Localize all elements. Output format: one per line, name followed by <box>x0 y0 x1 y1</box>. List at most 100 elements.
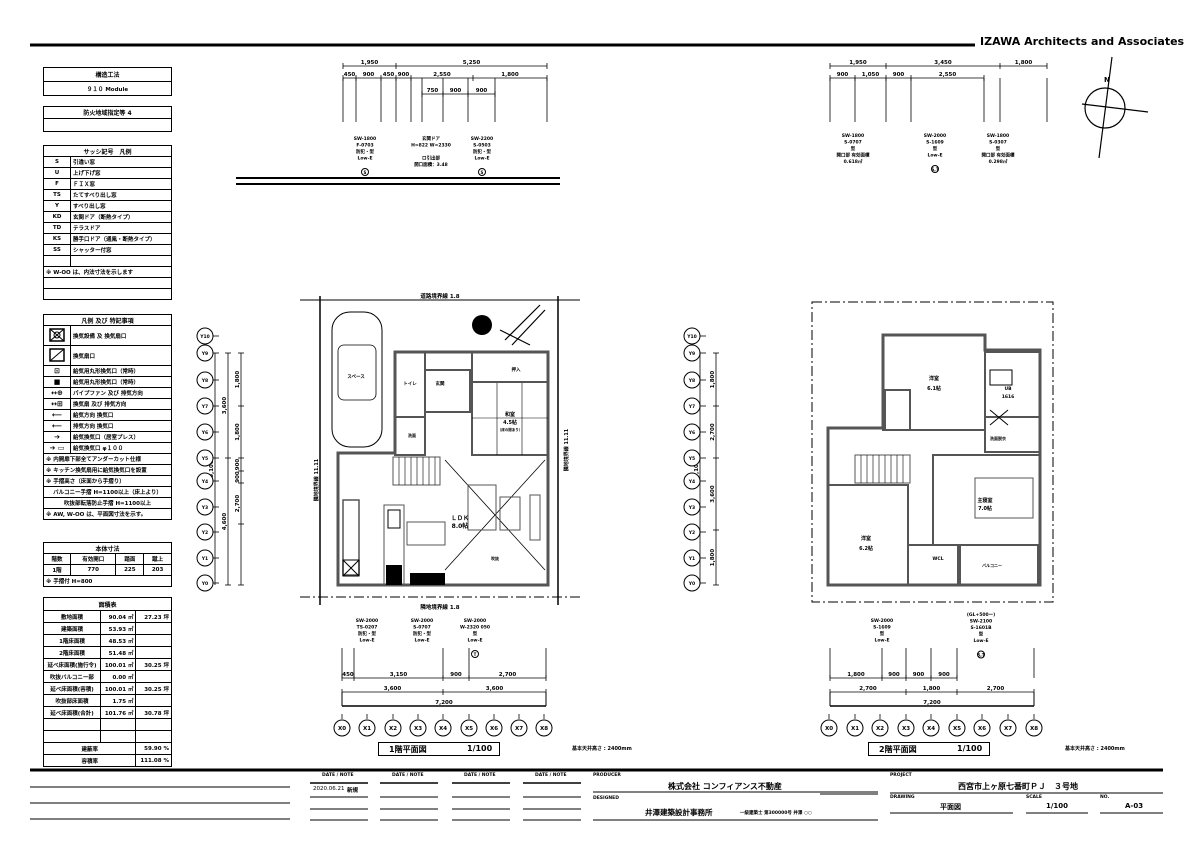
title-block-lines <box>30 768 1163 821</box>
legend-note: ※ 手摺高さ（床面から手摺り） <box>43 475 172 487</box>
plan1-bottom-dim1-label: 450 <box>342 672 354 678</box>
plan1-top-dim2-label: 900 <box>363 72 375 78</box>
plan1-x-grid-circle <box>384 719 402 737</box>
plan1-side-dim-inner-label: 1,800 <box>235 423 241 441</box>
plan2-room2-wall <box>827 484 909 586</box>
stair-header: 本体寸法 <box>43 542 172 554</box>
japanese-room-sub: （床の間あり） <box>498 427 523 432</box>
plan2-side-dim-inner-label: 1,800 <box>710 371 716 389</box>
pipe-fan-icon: ↔⊕ <box>43 387 71 399</box>
date-header: DATE / NOTE <box>535 773 567 778</box>
area-tsubo: 27.23 坪 <box>135 610 172 623</box>
plan1-window-tag-circle <box>478 168 486 176</box>
plan2-x-grid-circle <box>922 719 940 737</box>
plan2-x-grid-circle <box>1025 719 1043 737</box>
plan2-window-spec: Low-E <box>973 638 988 644</box>
plan1-y-grid-label: Y1 <box>201 556 208 562</box>
plan2-window-spec: 型 <box>933 145 938 152</box>
plan2-y-grid-circle <box>683 549 701 567</box>
plan1-closet-wall <box>471 351 549 383</box>
plan1-window-tag-circle <box>361 168 369 176</box>
plan1-bottom-dim1-label: 3,150 <box>390 672 408 678</box>
area-label: 敷地面積 <box>43 610 101 623</box>
legend-description: 給気換気口 φ１００ <box>70 442 172 454</box>
plan2-top-dim2-label: 1,050 <box>862 72 880 78</box>
plan1-y-grid-label: Y2 <box>201 530 208 536</box>
plan2-balcony-wall <box>959 544 1039 586</box>
japanese-room-label: 和室 <box>504 411 515 418</box>
area-tsubo <box>135 718 172 731</box>
plan2-wcl-wall <box>907 544 959 586</box>
project-label: PROJECT <box>890 773 912 778</box>
plan1-y-grid-label: Y4 <box>201 479 208 485</box>
structure-table: 構造工法 ９１０ Module <box>43 67 172 96</box>
plan1-side-dim-inner-label: 1,800 <box>235 371 241 389</box>
plan2-y-grid-label: Y1 <box>688 556 695 562</box>
plan2-y-grid-label: Y2 <box>688 530 695 536</box>
designer-license: 一級建築士 第300000号 井澤 ○○ <box>740 811 812 816</box>
plan1-side-dim-inner-label: 2,700 <box>235 495 241 513</box>
room2-area: 6.2帖 <box>859 545 873 552</box>
plan1-ceiling-note: 基本天井高さ : 2400mm <box>572 746 632 752</box>
plan2-y-grid-circle <box>683 523 701 541</box>
washroom-label: 洗面 <box>408 432 416 438</box>
plan1-window-tag: S <box>481 170 484 175</box>
sash-code: S <box>43 156 71 168</box>
sash-code: TS <box>43 189 71 201</box>
stair-col: 階数 <box>43 553 71 565</box>
plan1-x-grid-label: X7 <box>515 726 523 732</box>
drawing-label: DRAWING <box>890 795 915 800</box>
exhaust-arrow-icon: ⟵ <box>43 420 71 432</box>
plan1-x-grid-circle <box>510 719 528 737</box>
scale-value: 1/100 <box>1046 802 1069 810</box>
sash-code: Y <box>43 200 71 212</box>
plan1-top-dim2-label: 450 <box>383 72 395 78</box>
legend-description: 排気方向 換気口 <box>70 420 172 432</box>
sash-code: KS <box>43 233 71 245</box>
plan2-x-grid-circle <box>948 719 966 737</box>
plan1-side-dim-inner-label: 900 <box>235 471 241 483</box>
sash-description: テラスドア <box>70 222 172 234</box>
plan2-x-grid-label: X6 <box>978 726 986 732</box>
car-roof-icon <box>337 344 377 401</box>
area-label: 延べ床面積(合計) <box>43 706 101 719</box>
plan2-side-dim-inner-label: 3,600 <box>710 485 716 503</box>
area-tsubo <box>135 694 172 707</box>
plan2-bottom-dim2-label: 2,700 <box>987 686 1005 692</box>
plan2-bottom-dim2-label: 1,800 <box>923 686 941 692</box>
plan1-window-tag: S <box>364 170 367 175</box>
plan1-x-grid-label: X1 <box>363 726 371 732</box>
plan1-window-spec: 防犯・型 <box>356 148 374 155</box>
stair-table: 本体寸法 階数 有効開口 踏面 蹴上 1階 770 225 203 ※ 手摺付 … <box>43 542 172 587</box>
plan1-door-spec: ロ引出部 <box>422 155 440 162</box>
number-label: NO. <box>1100 795 1110 800</box>
plan1-y-grid-label: Y9 <box>201 351 208 357</box>
plan2-x-grid-circle <box>999 719 1017 737</box>
plan1-y-grid-label: Y3 <box>201 505 208 511</box>
ub-label: UB <box>1004 386 1012 392</box>
plan1-window-spec: SW-2000 <box>411 618 433 624</box>
plan1-y-grid-circle <box>196 549 214 567</box>
plan2-x-grid-label: X8 <box>1030 726 1038 732</box>
fridge-box-icon <box>342 559 360 577</box>
plan2-washroom-wall <box>984 416 1041 453</box>
plan1-side-dim-inner-label: 900 <box>235 459 241 471</box>
legend-description: 給気用丸形換気口（常時） <box>70 365 172 377</box>
area-sqm: 90.04 ㎡ <box>99 610 137 623</box>
wcl-label: WCL <box>932 556 943 562</box>
plan2-side-dim-inner-label: 1,800 <box>710 549 716 567</box>
plan2-window-spec: 開口部 有効面積 <box>981 152 1015 159</box>
plan1-top-dim3-label: 900 <box>450 88 462 94</box>
plan2-x-grid-label: X1 <box>851 726 859 732</box>
legend-note: ※ AW, W-OO は、平面図寸法を示す。 <box>43 508 172 520</box>
plan1-door-spec: H=822 W=2330 <box>411 143 451 149</box>
plan2-window-spec: SW-2000 <box>924 133 946 139</box>
plan1-y-grid-label: Y8 <box>201 378 208 384</box>
area-label: 吹抜バルコニー部 <box>43 670 101 683</box>
plan2-side-dim-outer: 9,100 <box>694 460 700 478</box>
plan2-y-grid-circle <box>683 344 701 362</box>
plan2-stairs <box>854 454 911 484</box>
plan2-window-spec: S-1601B <box>970 625 992 631</box>
void-label: 吹抜 <box>491 555 500 561</box>
